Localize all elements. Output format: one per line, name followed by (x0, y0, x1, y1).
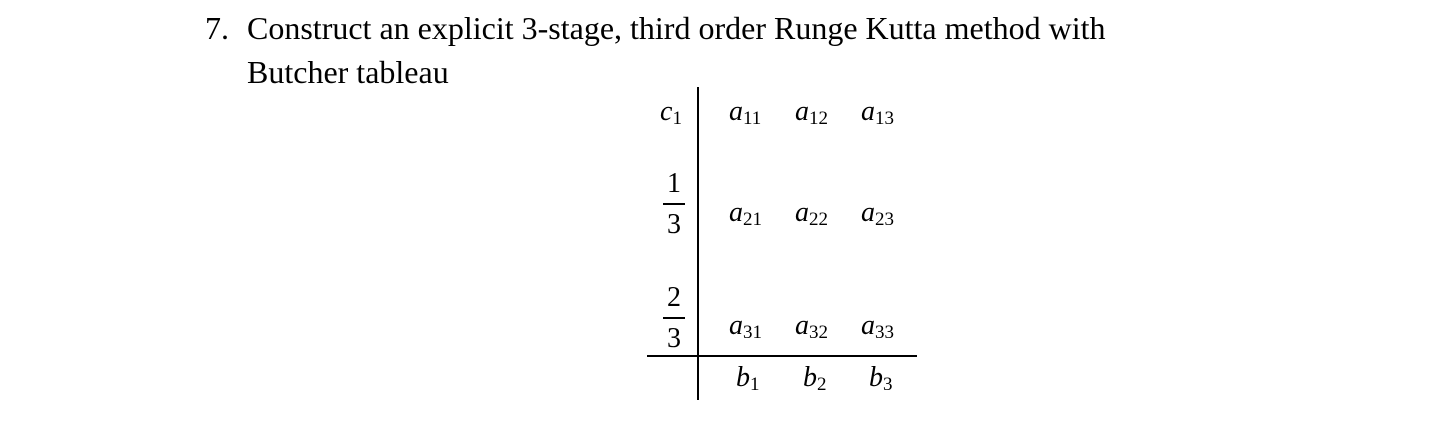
tableau-c3-numerator: 2 (667, 282, 681, 313)
tableau-c2-numerator: 1 (667, 168, 681, 199)
problem-number: 7. (205, 10, 229, 46)
tableau-b1: b1 (736, 362, 760, 395)
tableau-c3-fraction-bar (663, 317, 685, 319)
tableau-a22: a22 (795, 197, 828, 230)
problem-statement-line-2: Butcher tableau (247, 54, 449, 90)
tableau-a13: a13 (861, 96, 894, 129)
problem-statement-line-1: 7. Construct an explicit 3-stage, third o… (205, 12, 1105, 44)
tableau-a31: a31 (729, 310, 762, 343)
tableau-c3-fraction: 2 3 (659, 284, 689, 353)
tableau-c2-fraction-bar (663, 203, 685, 205)
problem-text-line-1: Construct an explicit 3-stage, third ord… (247, 10, 1106, 46)
tableau-horizontal-rule (647, 355, 917, 357)
tableau-a32: a32 (795, 310, 828, 343)
tableau-a12: a12 (795, 96, 828, 129)
tableau-a11: a11 (729, 96, 762, 129)
tableau-c1: c1 (660, 96, 682, 129)
tableau-c3-denominator: 3 (667, 322, 681, 354)
tableau-a21: a21 (729, 197, 762, 230)
tableau-c2-denominator: 3 (667, 208, 681, 240)
tableau-b2: b2 (803, 362, 827, 395)
tableau-a33: a33 (861, 310, 894, 343)
tableau-a23: a23 (861, 197, 894, 230)
tableau-vertical-rule (697, 87, 699, 400)
tableau-c2-fraction: 1 3 (659, 170, 689, 239)
tableau-b3: b3 (869, 362, 893, 395)
